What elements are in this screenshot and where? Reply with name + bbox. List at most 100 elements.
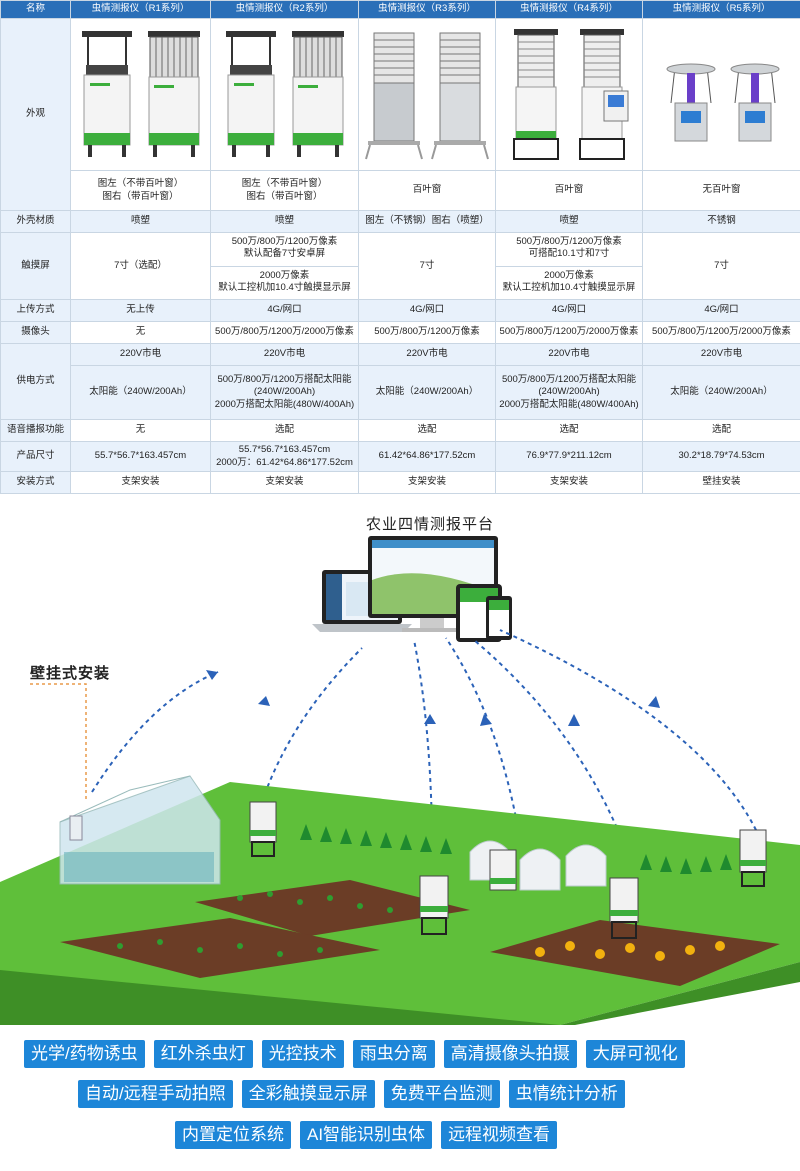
voice-r1: 无 [70,419,211,442]
product-image-r5 [642,18,800,171]
camera-r4: 500万/800万/1200万/2000万像素 [495,321,643,344]
upload-r1: 无上传 [70,299,211,322]
feature-chip: 雨虫分离 [352,1040,435,1068]
touch-r3: 7寸 [358,232,496,300]
power-mains-r5: 220V市电 [642,343,800,366]
product-image-r3 [358,18,496,171]
product-image-r4 [495,18,643,171]
signal-arrows [91,629,757,851]
upload-r3: 4G/网口 [358,299,496,322]
row-label-size: 产品尺寸 [0,441,71,472]
install-r2: 支架安装 [210,471,359,494]
voice-r3: 选配 [358,419,496,442]
power-mains-r1: 220V市电 [70,343,211,366]
appearance-note-r5: 无百叶窗 [642,170,800,211]
voice-r4: 选配 [495,419,643,442]
install-r4: 支架安装 [495,471,643,494]
appearance-note-r4: 百叶窗 [495,170,643,211]
power-mains-r3: 220V市电 [358,343,496,366]
row-label-install: 安装方式 [0,471,71,494]
install-r3: 支架安装 [358,471,496,494]
size-r5: 30.2*18.79*74.53cm [642,441,800,472]
station-2 [419,875,449,935]
power-solar-r4: 500万/800万/1200万搭配太阳能(240W/200Ah)2000万搭配太… [495,365,643,420]
feature-chip: 光学/药物诱虫 [24,1040,145,1068]
shell-r2: 喷塑 [210,210,359,233]
monitor-icon [368,536,498,632]
camera-r1: 无 [70,321,211,344]
spec-table: 名称 虫情测报仪（R1系列） 虫情测报仪（R2系列） 虫情测报仪（R3系列） 虫… [0,0,800,494]
feature-chip: 红外杀虫灯 [153,1040,253,1068]
row-label-power: 供电方式 [0,343,71,420]
col-header-r1: 虫情测报仪（R1系列） [70,0,211,19]
station-1 [249,801,277,857]
appearance-note-r3: 百叶窗 [358,170,496,211]
arrow-heads [206,670,660,726]
feature-chip: 免费平台监测 [383,1080,500,1108]
chip-row-2: 自动/远程手动拍照 全彩触摸显示屏 免费平台监测 虫情统计分析 [78,1080,634,1108]
upload-r4: 4G/网口 [495,299,643,322]
upload-row: 上传方式 无上传 4G/网口 4G/网口 4G/网口 4G/网口 [0,299,800,322]
feature-chip: 高清摄像头拍摄 [443,1040,577,1068]
row-label-upload: 上传方式 [0,299,71,322]
col-header-name: 名称 [0,0,71,19]
feature-chip: 内置定位系统 [175,1121,291,1149]
station-3 [489,849,517,891]
shell-r1: 喷塑 [70,210,211,233]
shell-row: 外壳材质 喷塑 喷塑 图左（不锈钢）图右（喷塑） 喷塑 不锈钢 [0,210,800,233]
shell-r4: 喷塑 [495,210,643,233]
table-header-row: 名称 虫情测报仪（R1系列） 虫情测报仪（R2系列） 虫情测报仪（R3系列） 虫… [0,0,800,19]
feature-chip: 远程视频查看 [441,1121,558,1149]
row-label-shell: 外壳材质 [0,210,71,233]
row-label-camera: 摄像头 [0,321,71,344]
farm-illustration [0,536,800,1025]
power-mains-r4: 220V市电 [495,343,643,366]
station-4 [609,877,639,939]
greenhouse-icon [59,775,221,885]
upload-r2: 4G/网口 [210,299,359,322]
product-image-r2 [210,18,359,171]
col-header-r4: 虫情测报仪（R4系列） [495,0,643,19]
wall-mount-label: 壁挂式安装 [30,665,111,682]
feature-chip: 光控技术 [261,1040,344,1068]
feature-chip: 虫情统计分析 [508,1080,625,1108]
power-solar-r1: 太阳能（240W/200Ah） [70,365,211,420]
appearance-notes-row: 图左（不带百叶窗）图右（带百叶窗） 图左（不带百叶窗）图右（带百叶窗） 百叶窗 … [1,170,800,211]
camera-r2: 500万/800万/1200万/2000万像素 [210,321,359,344]
shell-r3: 图左（不锈钢）图右（喷塑） [358,210,496,233]
install-row: 安装方式 支架安装 支架安装 支架安装 支架安装 壁挂安装 [0,471,800,494]
size-row: 产品尺寸 55.7*56.7*163.457cm 55.7*56.7*163.4… [0,441,800,472]
power-solar-row: 太阳能（240W/200Ah） 500万/800万/1200万搭配太阳能(240… [1,365,800,420]
camera-row: 摄像头 无 500万/800万/1200万/2000万像素 500万/800万/… [0,321,800,344]
station-5 [739,829,767,887]
power-solar-r2: 500万/800万/1200万搭配太阳能(240W/200Ah)2000万搭配太… [210,365,359,420]
voice-r2: 选配 [210,419,359,442]
chip-row-1: 光学/药物诱虫 红外杀虫灯 光控技术 雨虫分离 高清摄像头拍摄 大屏可视化 [24,1040,694,1068]
touch-row: 触摸屏 7寸（选配） 500万/800万/1200万像素默认配备7寸安卓屏 20… [0,232,800,300]
touch-r2: 500万/800万/1200万像素默认配备7寸安卓屏 2000万像素默认工控机加… [210,232,359,300]
install-r5: 壁挂安装 [642,471,800,494]
power-mains-row: 供电方式 220V市电 220V市电 220V市电 220V市电 220V市电 [0,343,800,420]
touch-r5: 7寸 [642,232,800,300]
col-header-r2: 虫情测报仪（R2系列） [210,0,359,19]
row-label-voice: 语音播报功能 [0,419,71,442]
feature-chip: AI智能识别虫体 [300,1121,433,1149]
install-r1: 支架安装 [70,471,211,494]
appearance-note-r2: 图左（不带百叶窗）图右（带百叶窗） [210,170,359,211]
size-r4: 76.9*77.9*211.12cm [495,441,643,472]
appearance-row: 外观 [0,18,800,211]
power-solar-r3: 太阳能（240W/200Ah） [358,365,496,420]
col-header-r3: 虫情测报仪（R3系列） [358,0,496,19]
product-image-r1 [70,18,211,171]
power-mains-r2: 220V市电 [210,343,359,366]
feature-chip: 自动/远程手动拍照 [78,1080,233,1108]
power-solar-r5: 太阳能（240W/200Ah） [642,365,800,420]
voice-r5: 选配 [642,419,800,442]
camera-r3: 500万/800万/1200万像素 [358,321,496,344]
feature-chip: 大屏可视化 [585,1040,685,1068]
voice-row: 语音播报功能 无 选配 选配 选配 选配 [0,419,800,442]
phone-icon [486,596,512,640]
size-r1: 55.7*56.7*163.457cm [70,441,211,472]
size-r3: 61.42*64.86*177.52cm [358,441,496,472]
shell-r5: 不锈钢 [642,210,800,233]
